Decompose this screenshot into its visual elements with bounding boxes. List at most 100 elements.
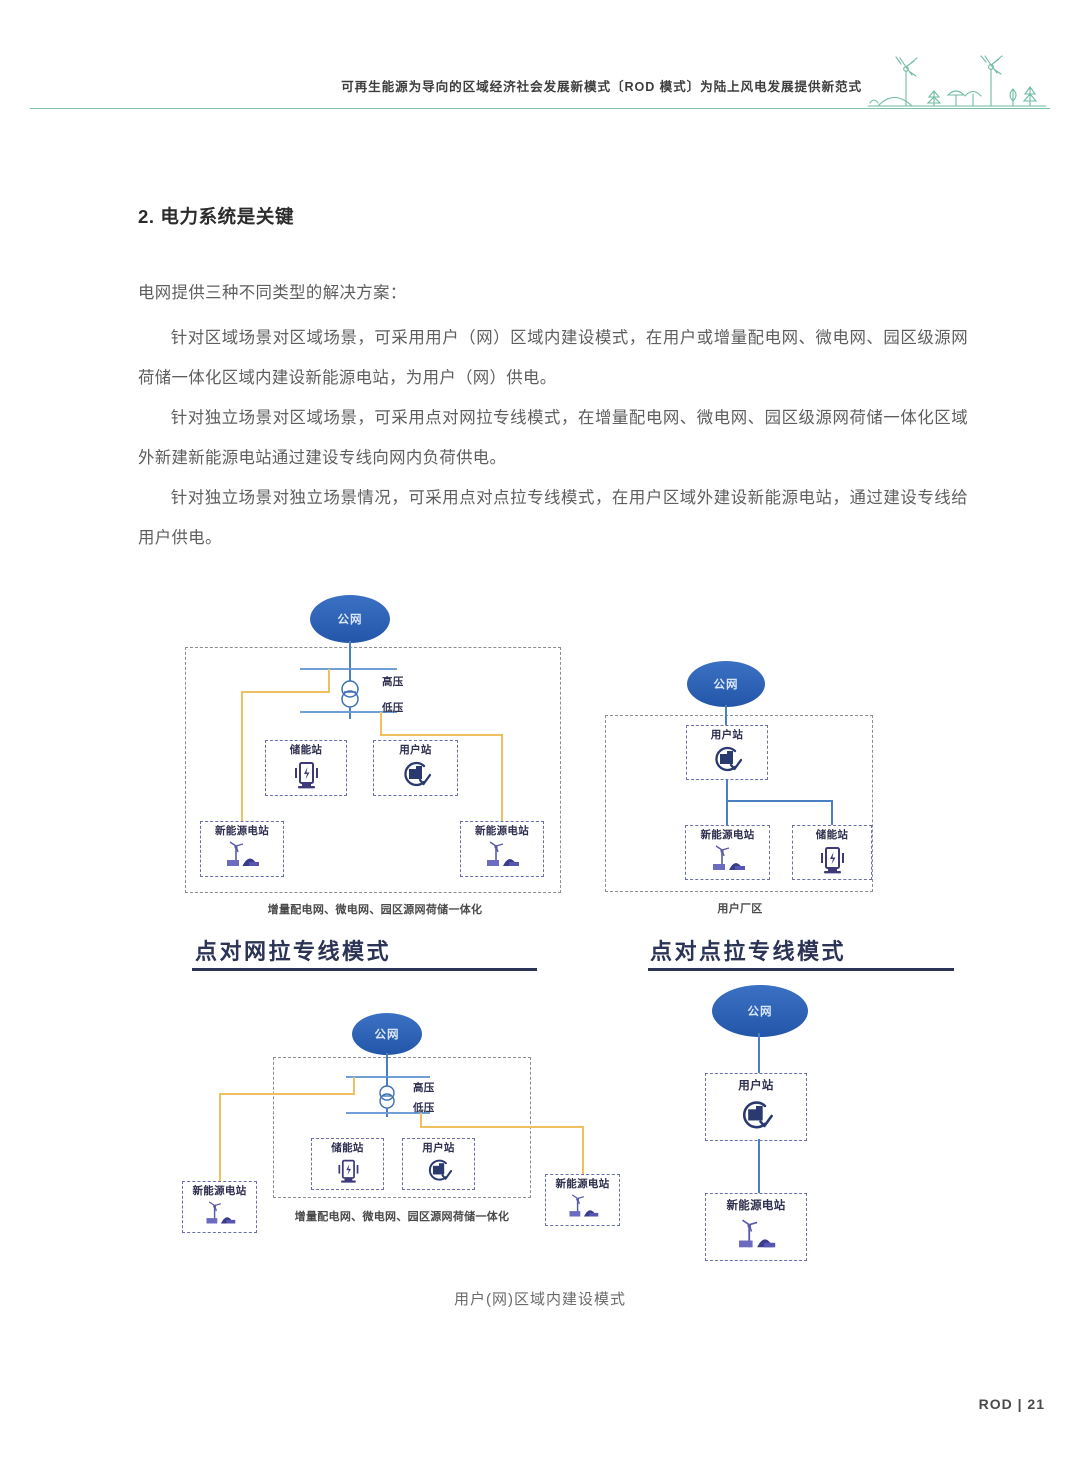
user-drop-line [726, 780, 728, 802]
paragraph-2: 针对独立场景对区域场景，可采用点对网拉专线模式，在增量配电网、微电网、园区级源网… [138, 409, 968, 467]
low-voltage-label: 低压 [413, 1102, 435, 1114]
user-station-node: 用户站 [402, 1138, 475, 1190]
feeder-right-v1 [380, 712, 382, 736]
diagram1-boundary [185, 647, 561, 893]
high-voltage-label: 高压 [413, 1082, 435, 1094]
public-grid-label: 公网 [374, 1029, 400, 1041]
battery-charging-station-icon [289, 756, 323, 796]
user-station-label: 用户站 [422, 1142, 455, 1154]
lv-busbar [300, 711, 397, 713]
feeder-out-right-v1 [420, 1113, 422, 1128]
hv-busbar [300, 668, 397, 670]
lv-busbar [346, 1112, 430, 1114]
user-station-label: 用户站 [738, 1080, 774, 1092]
hv-to-transformer-line [386, 1077, 388, 1086]
public-grid-label: 公网 [747, 1006, 773, 1018]
feeder-out-left-h [219, 1093, 355, 1095]
public-grid-node: 公网 [712, 985, 808, 1037]
new-energy-station-label: 新能源电站 [192, 1185, 247, 1197]
diagram-area-point-to-grid: 公网 高压 低压 储能站 [170, 1005, 650, 1245]
battery-charging-station-icon [815, 841, 849, 880]
building-check-circle-icon [710, 741, 744, 780]
new-energy-station-node-outside-right: 新能源电站 [545, 1174, 620, 1226]
user-station-label: 用户站 [710, 729, 744, 741]
storage-station-label: 储能站 [289, 744, 323, 756]
footer-brand: ROD [978, 1396, 1013, 1412]
transformer-to-lv-line [349, 707, 351, 719]
new-energy-station-label: 新能源电站 [700, 829, 755, 841]
header-divider [30, 108, 1050, 110]
low-voltage-label: 低压 [382, 702, 404, 714]
new-energy-station-node: 新能源电站 [705, 1193, 807, 1261]
hv-busbar [346, 1076, 430, 1078]
high-voltage-label: 高压 [382, 676, 404, 688]
paragraph-1: 针对区域场景对区域场景，可采用用户（网）区域内建设模式，在用户或增量配电网、微电… [138, 329, 968, 387]
diagram2-caption: 用户厂区 [717, 903, 763, 915]
wind-turbine-solar-panel-icon [199, 1197, 241, 1233]
building-check-circle-icon [424, 1154, 454, 1190]
new-energy-station-label: 新能源电站 [215, 825, 269, 837]
public-grid-node: 公网 [310, 595, 390, 643]
battery-charging-station-icon [333, 1154, 363, 1190]
feeder-right-h [380, 734, 503, 736]
storage-station-label: 储能站 [331, 1142, 364, 1154]
storage-station-node: 储能站 [792, 825, 872, 880]
diagram-area-user-plant: 公网 用户站 新能源电站 [595, 655, 895, 925]
feeder-left-h [241, 691, 330, 693]
public-grid-node: 公网 [352, 1013, 422, 1055]
storage-station-node: 储能站 [265, 740, 347, 796]
grid-to-user-line [725, 705, 727, 727]
feeder-left-v1 [328, 669, 330, 693]
feeder-out-left-v1 [353, 1077, 355, 1095]
grid-to-hv-line [386, 1053, 388, 1077]
new-energy-station-label: 新能源电站 [726, 1200, 786, 1212]
storage-station-node: 储能站 [311, 1138, 384, 1190]
feeder-out-right-h [420, 1126, 584, 1128]
subsection-title-point-to-grid: 点对网拉专线模式 [195, 939, 392, 964]
new-energy-station-label: 新能源电站 [475, 825, 529, 837]
user-station-node: 用户站 [373, 740, 458, 796]
page-number: 21 [1027, 1396, 1045, 1412]
subsection-title-point-to-point: 点对点拉专线模式 [650, 939, 847, 964]
user-to-new-energy-line [758, 1139, 760, 1197]
section-heading: 2. 电力系统是关键 [138, 206, 295, 227]
grid-to-hv-line [349, 641, 351, 669]
feeder-out-left-v2 [219, 1093, 221, 1183]
subsection-rule-2 [648, 968, 954, 971]
footer-separator: | [1017, 1396, 1023, 1412]
user-station-node: 用户站 [686, 725, 768, 780]
new-energy-station-label: 新能源电站 [555, 1178, 610, 1190]
public-grid-label: 公网 [713, 679, 739, 691]
wind-turbine-solar-panel-icon [705, 841, 751, 880]
wind-turbine-solar-panel-icon [562, 1190, 604, 1226]
header-title: 可再生能源为导向的区域经济社会发展新模式〔ROD 模式〕为陆上风电发展提供新范式 [341, 80, 862, 94]
subsection-rule-1 [192, 968, 537, 971]
public-grid-label: 公网 [337, 614, 363, 626]
feeder-left-v2 [241, 691, 243, 823]
branch-to-new-energy-line [726, 800, 728, 827]
wind-turbine-solar-panel-icon [219, 837, 265, 877]
diagram2-boundary [605, 715, 873, 892]
storage-station-label: 储能站 [815, 829, 849, 841]
building-check-circle-icon [737, 1093, 775, 1141]
feeder-out-right-v2 [582, 1126, 584, 1176]
wind-turbine-solar-panel-icon [730, 1213, 782, 1261]
public-grid-node: 公网 [687, 661, 765, 707]
transformer-icon [337, 679, 363, 709]
wind-turbine-solar-panel-icon [479, 837, 525, 877]
paragraph-3: 针对独立场景对独立场景情况，可采用点对点拉专线模式，在用户区域外建设新能源电站，… [138, 489, 968, 547]
lead-text: 电网提供三种不同类型的解决方案： [138, 284, 407, 302]
diagram-area-grid-internal: 公网 高压 低压 储能站 [180, 595, 580, 925]
diagram-area-point-to-point: 公网 用户站 新能源电站 [660, 975, 910, 1275]
diagram1-caption: 增量配电网、微电网、园区源网荷储一体化 [267, 904, 483, 916]
building-check-circle-icon [399, 756, 433, 796]
user-station-node: 用户站 [705, 1073, 807, 1141]
new-energy-station-node-right: 新能源电站 [460, 821, 544, 877]
branch-to-storage-line [831, 800, 833, 827]
user-station-label: 用户站 [399, 744, 432, 756]
hv-to-transformer-line [349, 669, 351, 681]
wind-turbines-and-trees-icon [860, 55, 1050, 113]
page-footer: ROD | 21 [979, 1396, 1045, 1412]
new-energy-station-node-left: 新能源电站 [200, 821, 284, 877]
